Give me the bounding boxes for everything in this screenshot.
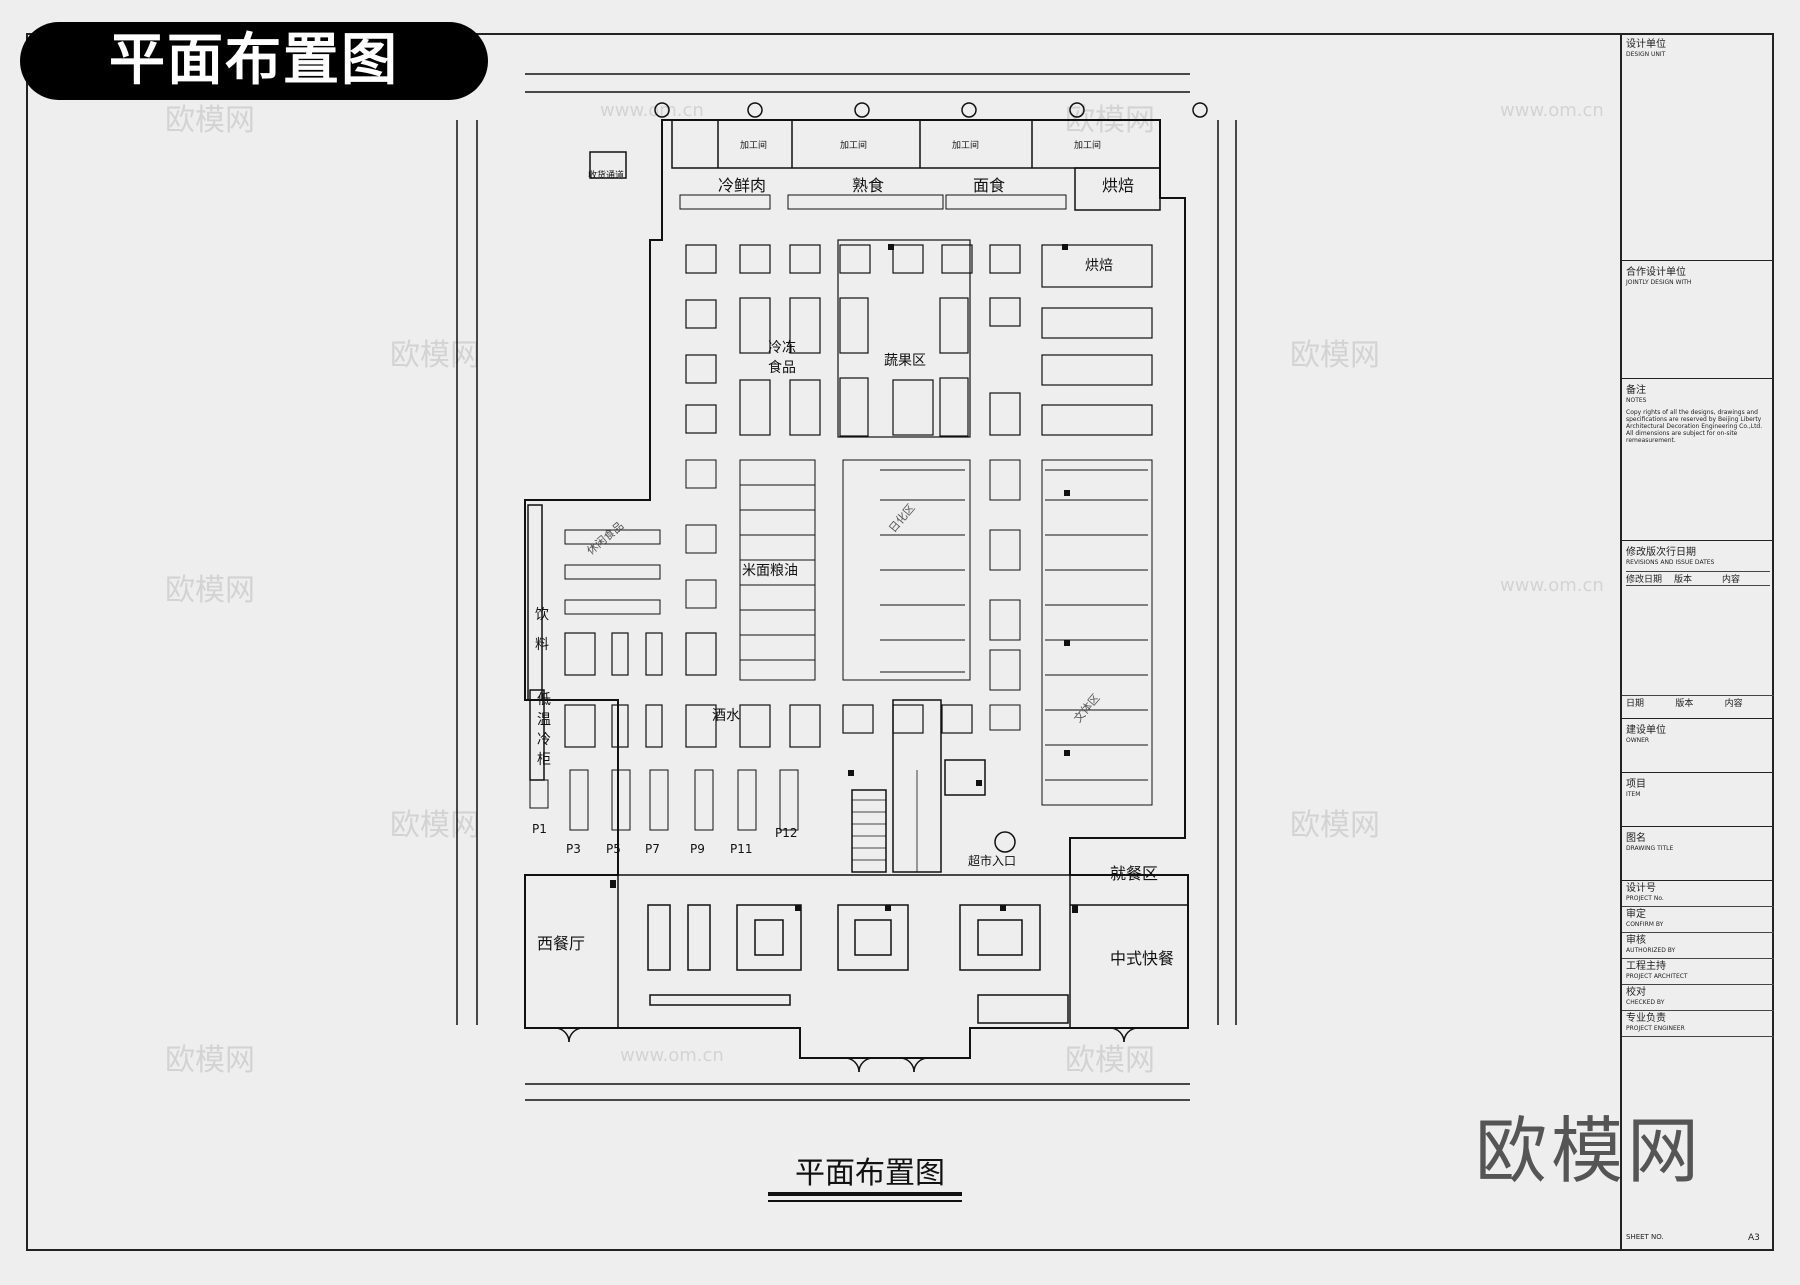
title-underline — [768, 1192, 962, 1196]
zone-cooked-food: 熟食 — [852, 176, 885, 195]
zone-processing-3: 加工间 — [952, 141, 980, 151]
watermark-url: www.om.cn — [1500, 575, 1604, 596]
zone-chinese-fast-food: 中式快餐 — [1110, 949, 1175, 968]
zone-processing-4: 加工间 — [1074, 141, 1102, 151]
tb-notes: 备注 NOTES Copy rights of all the designs,… — [1622, 379, 1774, 541]
pos-label: P12 — [775, 826, 798, 840]
watermark-url: www.om.cn — [1500, 100, 1604, 121]
watermark: 欧模网 — [165, 103, 255, 138]
zone-western-restaurant: 西餐厅 — [537, 934, 586, 953]
zone-fruit-veg: 蔬果区 — [884, 353, 926, 369]
pos-label: P9 — [690, 842, 705, 856]
zone-grain-oil: 米面粮油 — [742, 563, 798, 579]
zone-wine: 酒水 — [712, 708, 740, 724]
zone-fresh-meat: 冷鲜肉 — [718, 176, 767, 195]
badge-title: 平面布置图 — [20, 22, 488, 100]
zone-bakery: 烘焙 — [1102, 176, 1135, 195]
watermark: 欧模网 — [1065, 1043, 1155, 1078]
tb-rev-header: 修改日期 版本 内容 — [1626, 571, 1770, 586]
zone-pastry: 面食 — [973, 176, 1006, 195]
pos-label: P5 — [606, 842, 621, 856]
watermark-url: www.om.cn — [600, 100, 704, 121]
pos-label: P1 — [532, 822, 547, 836]
pos-label: P7 — [645, 842, 660, 856]
tb-owner: 建设单位 OWNER — [1622, 719, 1774, 773]
tb-sheet-no: SHEET NO. — [1626, 1233, 1664, 1241]
zone-dining: 就餐区 — [1110, 864, 1159, 883]
pos-label: P11 — [730, 842, 753, 856]
watermark: 欧模网 — [165, 1043, 255, 1078]
tb-item: 项目 ITEM — [1622, 773, 1774, 827]
tb-date-header: 日期 版本 内容 — [1622, 695, 1774, 718]
tb-paper-size: A3 — [1748, 1233, 1760, 1243]
tb-design-unit: 设计单位 DESIGN UNIT — [1622, 33, 1774, 261]
watermark-logo: 欧模网 — [1475, 1109, 1704, 1193]
zone-processing-2: 加工间 — [840, 141, 868, 151]
zone-bakery-2: 烘焙 — [1085, 258, 1113, 274]
watermark: 欧模网 — [165, 573, 255, 608]
watermark-url: www.om.cn — [620, 1045, 724, 1066]
title-underline-thin — [768, 1200, 962, 1202]
zone-processing-1: 加工间 — [740, 141, 768, 151]
zone-beverage: 饮料 — [535, 607, 549, 653]
zone-entrance: 超市入口 — [968, 854, 1017, 868]
zone-low-temp: 低温冷柜 — [537, 692, 551, 768]
drawing-title: 平面布置图 — [795, 1156, 945, 1191]
pos-label: P3 — [566, 842, 581, 856]
title-block: 设计单位 DESIGN UNIT 合作设计单位 JOINTLY DESIGN W… — [1620, 33, 1774, 1251]
zone-frozen-food: 冷冻食品 — [768, 340, 796, 376]
tb-joint-design: 合作设计单位 JOINTLY DESIGN WITH — [1622, 261, 1774, 379]
drawing-frame — [26, 33, 1774, 1251]
watermark: 欧模网 — [1290, 808, 1380, 843]
watermark: 欧模网 — [1290, 338, 1380, 373]
watermark: 欧模网 — [390, 338, 480, 373]
tb-drawing-title: 图名 DRAWING TITLE — [1622, 827, 1774, 881]
zone-receiving: 收货通道 — [588, 171, 625, 181]
watermark: 欧模网 — [390, 808, 480, 843]
tb-revisions: 修改版次行日期 REVISIONS AND ISSUE DATES 修改日期 版… — [1622, 541, 1774, 719]
